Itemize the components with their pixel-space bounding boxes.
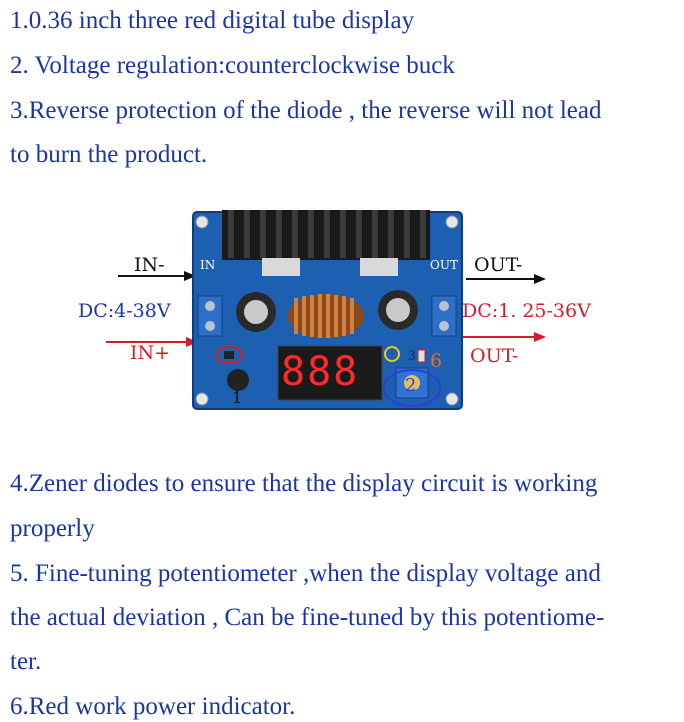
label-in-minus: IN- [134,254,165,276]
label-dc-output: DC:1. 25-36V [462,300,591,322]
feature-line-3: 3.Reverse protection of the diode , the … [10,97,602,124]
label-in-plus: IN+ [130,342,171,364]
out-minus-top-arrow [466,274,546,284]
module-diagram: 3 IN- IN+ DC:4-38V OUT- OUT- DC:1. 25-36… [0,200,684,430]
feature-line-1: 1.0.36 inch three red digital tube displ… [10,7,415,34]
digital-display [277,345,383,401]
label-dc-input: DC:4-38V [78,300,171,322]
marker-label-3: 3 [408,348,416,364]
heatsink [222,210,430,276]
marker-label-2: 2 [405,375,417,396]
transistor [227,369,249,391]
feature-line-4-cont: properly [10,515,95,542]
feature-line-5-cont: the actual deviation , Can be fine-tuned… [10,604,605,631]
feature-line-3-cont: to burn the product. [10,141,208,168]
marker-circle-1 [215,346,243,364]
out-plus-arrow [462,332,546,342]
feature-line-5-end: ter. [10,648,42,675]
label-out-minus-top: OUT- [474,254,523,276]
display-digits: 888 [281,349,360,395]
inductor-coil [288,294,364,338]
module-diagram-svg: 3 [106,210,546,410]
marker-label-1: 1 [232,388,243,407]
marker-label-6: 6 [430,350,443,372]
potentiometer [395,367,429,399]
label-out-minus-bottom: OUT- [470,345,519,367]
marker-circle-3 [384,346,400,362]
feature-line-4: 4.Zener diodes to ensure that the displa… [10,470,598,497]
board-silk-in: IN [200,258,216,272]
board-silk-out: OUT [430,258,458,272]
marker-circle-2 [383,369,441,407]
in-minus-arrow [118,271,196,281]
feature-line-6: 6.Red work power indicator. [10,693,296,720]
feature-line-2: 2. Voltage regulation:counterclockwise b… [10,52,455,79]
feature-line-5: 5. Fine-tuning potentiometer ,when the d… [10,560,601,587]
